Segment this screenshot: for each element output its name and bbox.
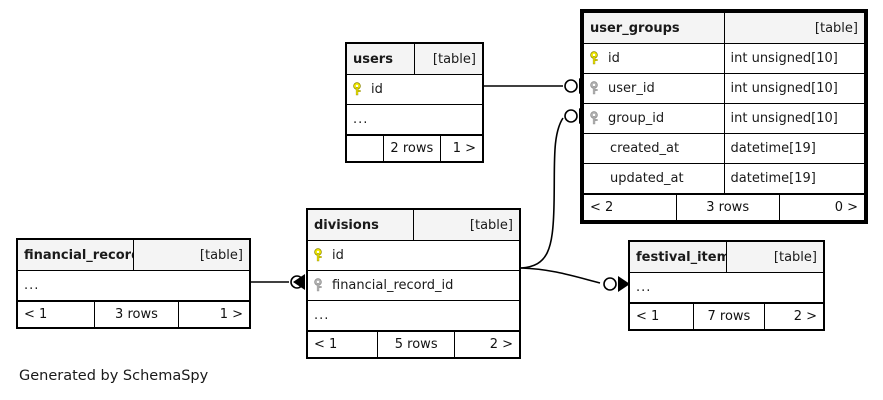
table-row: ... [307, 300, 520, 331]
footer-parents-count [346, 135, 384, 162]
table-row[interactable]: financial_record_id [307, 270, 520, 301]
table-row[interactable]: id int unsigned[10] [583, 43, 865, 74]
column-name-text: id [371, 82, 383, 97]
table-row[interactable]: id [307, 240, 520, 271]
column-ellipsis: ... [629, 272, 824, 303]
table-row: ... [629, 272, 824, 303]
column-ellipsis: ... [346, 104, 483, 135]
table-row[interactable]: group_id int unsigned[10] [583, 103, 865, 134]
table-divisions[interactable]: divisions [table] id financial_record_id… [306, 208, 521, 359]
table-header-financial_records: financial_records [table] [17, 239, 250, 271]
column-group_id: group_id [583, 103, 725, 134]
table-title: divisions [307, 209, 414, 241]
table-tag: [table] [133, 239, 250, 271]
table-title: user_groups [583, 12, 725, 44]
footer-row-count: 2 rows [382, 135, 442, 162]
column-user_id: user_id [583, 73, 725, 104]
foreign-key-icon [590, 81, 603, 95]
footer-children-count[interactable]: 1 > [440, 135, 483, 162]
footer-children-count[interactable]: 1 > [178, 301, 250, 328]
column-ellipsis: ... [17, 270, 250, 301]
column-name-text: group_id [608, 111, 665, 126]
column-name-text: id [332, 248, 344, 263]
table-row[interactable]: updated_at datetime[19] [583, 163, 865, 194]
column-id: id [583, 43, 725, 74]
table-row: ... [17, 270, 250, 301]
table-tag: [table] [413, 209, 520, 241]
footer-row-count: 5 rows [377, 331, 456, 358]
table-footer-festival_items: < 1 7 rows 2 > [628, 303, 825, 330]
table-row: ... [346, 104, 483, 135]
table-footer-user_groups: < 2 3 rows 0 > [583, 194, 866, 221]
table-row[interactable]: id [346, 74, 483, 105]
column-name-text: id [608, 51, 620, 66]
column-type: int unsigned[10] [723, 103, 865, 134]
table-header-user_groups: user_groups [table] [583, 12, 865, 44]
table-user_groups[interactable]: user_groups [table] id int unsigned[10] … [580, 9, 868, 224]
edge-divisions-to-festival_items [520, 267, 601, 284]
table-header-divisions: divisions [table] [307, 209, 520, 241]
footer-parents-count[interactable]: < 1 [628, 303, 695, 330]
footer-row-count: 3 rows [675, 194, 780, 221]
table-users[interactable]: users [table] id ... 2 rows 1 > [345, 42, 484, 163]
generated-by-caption: Generated by SchemaSpy [19, 368, 209, 384]
primary-key-icon [314, 248, 327, 262]
column-type: int unsigned[10] [723, 43, 865, 74]
table-footer-financial_records: < 1 3 rows 1 > [17, 301, 250, 328]
table-festival_items[interactable]: festival_items [table] ... < 1 7 rows 2 … [628, 240, 825, 331]
table-financial_records[interactable]: financial_records [table] ... < 1 3 rows… [16, 238, 251, 329]
table-footer-divisions: < 1 5 rows 2 > [306, 331, 520, 358]
table-title: users [346, 43, 415, 75]
column-financial_record_id: financial_record_id [307, 270, 520, 301]
footer-parents-count[interactable]: < 2 [583, 194, 677, 221]
footer-parents-count[interactable]: < 1 [17, 301, 95, 328]
primary-key-icon [590, 51, 603, 65]
footer-row-count: 3 rows [93, 301, 180, 328]
foreign-key-icon [590, 111, 603, 125]
column-id: id [307, 240, 520, 271]
table-header-users: users [table] [346, 43, 483, 75]
table-row[interactable]: user_id int unsigned[10] [583, 73, 865, 104]
table-tag: [table] [726, 241, 824, 273]
primary-key-icon [353, 82, 366, 96]
footer-row-count: 7 rows [693, 303, 765, 330]
column-created_at: created_at [583, 133, 725, 164]
footer-children-count[interactable]: 0 > [778, 194, 866, 221]
table-title: festival_items [629, 241, 727, 273]
table-title: financial_records [17, 239, 134, 271]
column-type: int unsigned[10] [723, 73, 865, 104]
table-tag: [table] [414, 43, 483, 75]
column-name-text: user_id [608, 81, 655, 96]
table-header-festival_items: festival_items [table] [629, 241, 824, 273]
edge-divisions-to-user_groups [520, 117, 564, 269]
foreign-key-icon [314, 278, 327, 292]
column-ellipsis: ... [307, 300, 520, 331]
table-row[interactable]: created_at datetime[19] [583, 133, 865, 164]
footer-children-count[interactable]: 2 > [454, 331, 520, 358]
column-type: datetime[19] [723, 163, 865, 194]
table-footer-users: 2 rows 1 > [346, 135, 483, 162]
column-type: datetime[19] [723, 133, 865, 164]
table-tag: [table] [723, 12, 865, 44]
column-id: id [346, 74, 483, 105]
column-updated_at: updated_at [583, 163, 725, 194]
column-name-text: financial_record_id [332, 278, 454, 293]
footer-children-count[interactable]: 2 > [763, 303, 825, 330]
footer-parents-count[interactable]: < 1 [306, 331, 379, 358]
